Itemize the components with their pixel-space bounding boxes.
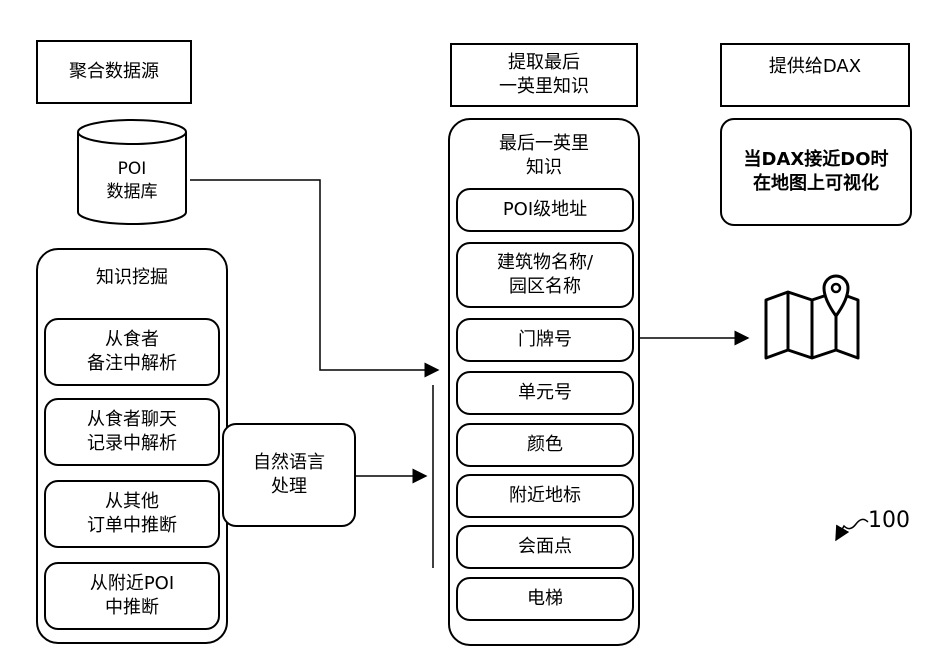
mining-item: 从附近POI 中推断 (44, 562, 220, 630)
poi-database-label: POI 数据库 (76, 158, 188, 204)
extract-knowledge-header: 提取最后 一英里知识 (450, 43, 638, 107)
knowledge-item: 颜色 (456, 423, 634, 467)
map-pin-icon (758, 272, 868, 362)
knowledge-mining-title: 知识挖掘 (38, 266, 226, 290)
knowledge-item: POI级地址 (456, 188, 634, 232)
knowledge-item: 门牌号 (456, 318, 634, 362)
provide-dax-header: 提供给DAX (720, 43, 910, 107)
poi-database: POI 数据库 (76, 118, 188, 228)
reference-arrow (836, 519, 868, 540)
nlp-box: 自然语言 处理 (222, 423, 356, 527)
knowledge-item: 电梯 (456, 577, 634, 621)
aggregate-sources-header: 聚合数据源 (36, 40, 192, 104)
knowledge-item: 单元号 (456, 371, 634, 415)
visualize-box: 当DAX接近DO时 在地图上可视化 (720, 118, 912, 226)
knowledge-item: 会面点 (456, 525, 634, 569)
knowledge-item: 附近地标 (456, 474, 634, 518)
mining-item: 从食者 备注中解析 (44, 318, 220, 386)
reference-number: 100 (868, 508, 910, 533)
last-mile-knowledge-title: 最后一英里 知识 (450, 132, 638, 181)
knowledge-item: 建筑物名称/ 园区名称 (456, 242, 634, 308)
mining-item: 从食者聊天 记录中解析 (44, 398, 220, 466)
mining-item: 从其他 订单中推断 (44, 480, 220, 548)
